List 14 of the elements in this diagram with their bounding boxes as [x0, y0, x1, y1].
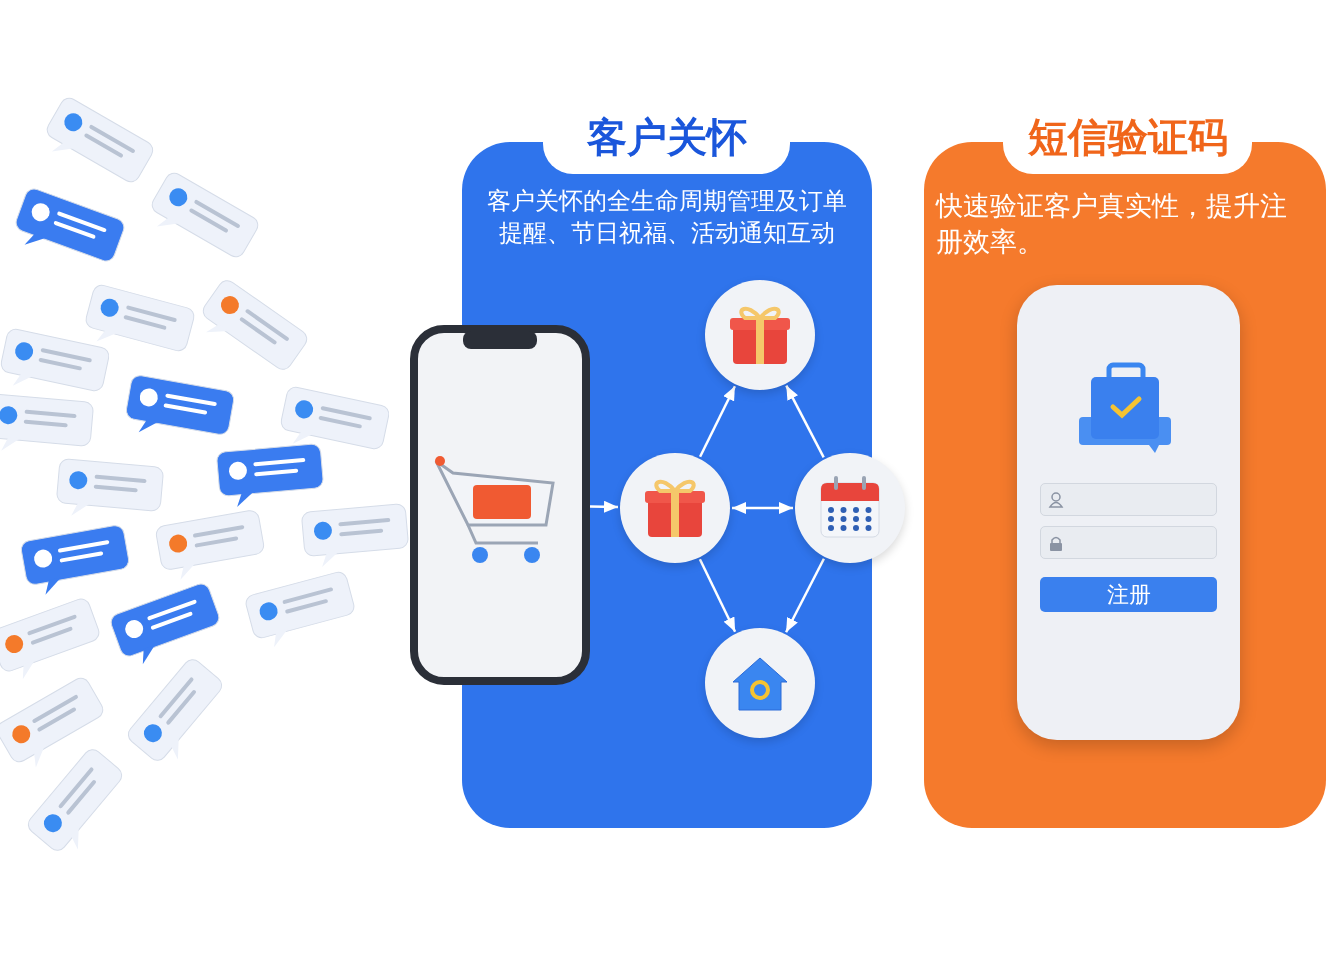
icon-circle	[705, 628, 815, 738]
arrow	[698, 558, 737, 633]
smartphone-drawing	[410, 325, 590, 685]
description-text: 快速验证客户真实性，提升注册效率。	[936, 189, 1288, 259]
arrow	[589, 500, 619, 513]
phone-screen	[1017, 285, 1240, 740]
arrow	[785, 385, 825, 458]
icon-circle	[620, 453, 730, 563]
arrow	[785, 558, 825, 633]
arrow	[698, 385, 737, 458]
register-button: 注册	[1040, 577, 1217, 612]
arrow	[732, 502, 793, 514]
description-text: 客户关怀的全生命周期管理及订单提醒、节日祝福、活动通知互动	[486, 186, 848, 249]
icon-circle	[705, 280, 815, 390]
